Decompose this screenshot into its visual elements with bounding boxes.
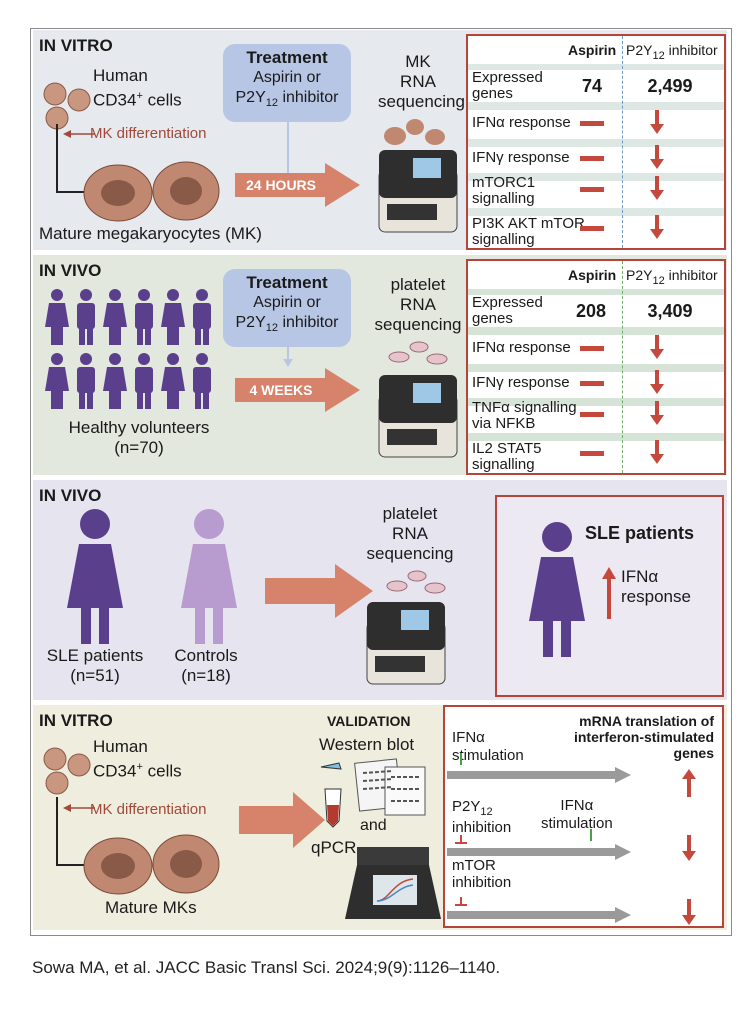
increase-arrow-icon [602,567,616,619]
platelets-icon [388,341,448,365]
volunteers-icon [45,289,211,409]
treatment-box: Treatment Aspirin or P2Y12 inhibitor [223,269,351,347]
mature-mk-label: Mature megakaryocytes (MK) [39,224,262,243]
sle-label: SLE patients(n=51) [46,646,144,685]
sequencer-icon [366,602,446,685]
row-ifng: IFNγ response [472,149,570,166]
panel-in-vivo-sle: IN VIVO SLE patients(n=51) Controls(n=18… [33,480,727,700]
sle-patient-icon [67,509,123,644]
mk-cells-small-icon [384,119,445,145]
result-title: SLE patients [585,523,695,543]
effect-markers [580,110,664,239]
panel-in-vitro-mk: IN VITRO Human CD34+ cells MK differenti… [33,30,727,250]
panel-in-vivo-volunteers: IN VIVO Healthy volunteers(n=70) Treatme… [33,255,727,475]
validation-arrow [239,792,325,848]
figure-frame [30,28,732,936]
mk-differentiation-label: MK differentiation [90,125,207,142]
row-ifna: IFNα response [472,339,571,356]
citation: Sowa MA, et al. JACC Basic Transl Sci. 2… [32,958,501,977]
western-blot-label: Western blot [319,735,415,754]
cd34-cells-icon [43,747,91,795]
col-p2y12: P2Y12 inhibitor [626,42,718,62]
sequencer-icon [378,375,458,458]
mk-differentiation-label: MK differentiation [90,801,207,818]
and-label: and [360,817,387,834]
controls-label: Controls(n=18) [174,646,238,685]
control-icon [181,509,237,644]
duration-label: 24 HOURS [245,177,317,193]
treatment-arrow [283,347,293,367]
duration-label: 4 WEEKS [249,382,313,398]
panel-title: IN VIVO [39,261,102,280]
panel-title: IN VIVO [39,486,102,505]
qpcr-label: qPCR [311,838,357,857]
mature-mk-label: Mature MKs [105,898,197,917]
sequencer-icon [378,150,458,233]
western-blot-icon [320,758,426,828]
cd34-label: Human CD34+ cells [93,66,182,110]
col-p2y12: P2Y12 inhibitor [626,267,718,287]
col-aspirin: Aspirin [568,267,617,283]
effect-markers [580,335,664,464]
megakaryocyte-icon [83,834,220,895]
duration-arrow [235,163,360,207]
volunteers-label: Healthy volunteers(n=70) [68,418,210,457]
validation-label: VALIDATION [327,713,411,729]
aspirin-genes-count: 74 [581,76,603,96]
duration-arrow [235,368,360,412]
cd34-label: Human CD34+ cells [93,737,182,781]
panel-title: IN VITRO [39,36,113,55]
comparison-arrow [265,564,373,618]
panel-in-vitro-validation: IN VITRO Human CD34+ cells MK differenti… [33,705,727,930]
megakaryocyte-icon [83,161,220,222]
sle-patient-icon [529,522,585,657]
row-ifng: IFNγ response [472,374,570,391]
treatment-box: Treatment Aspirin or P2Y12 inhibitor [223,44,351,122]
row-ifna: IFNα response [472,114,571,131]
pathway-arrows [447,753,696,925]
p2y12-genes-count: 2,499 [647,76,693,96]
col-aspirin: Aspirin [568,42,617,58]
qpcr-machine-icon [345,847,441,919]
p2y12-genes-count: 3,409 [647,301,693,321]
panel-title: IN VITRO [39,711,113,730]
aspirin-genes-count: 208 [575,301,607,321]
platelets-icon [386,570,446,594]
